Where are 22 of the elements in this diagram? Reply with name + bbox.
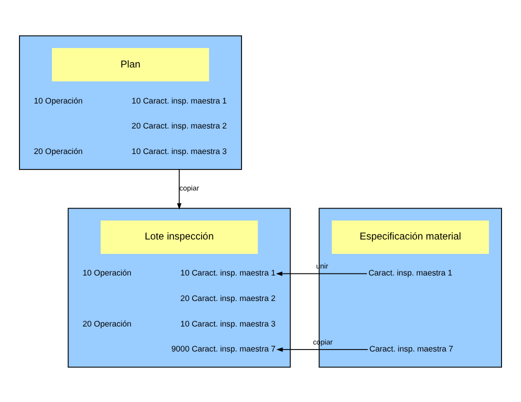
node-text: 10 Caract. insp. maestra 1 xyxy=(132,96,227,105)
edge-label: copiar xyxy=(179,183,200,192)
node-text: 9000 Caract. insp. maestra 7 xyxy=(171,344,276,354)
node-box: Lote inspección xyxy=(100,220,258,254)
node-text: 10 Caract. insp. maestra 1 xyxy=(180,268,276,278)
node-text: 20 Caract. insp. maestra 2 xyxy=(132,121,227,130)
node-box: Plan xyxy=(52,48,210,81)
node-text: Caract. insp. maestra 1 xyxy=(368,268,452,278)
node-text: 20 Caract. insp. maestra 2 xyxy=(180,293,276,302)
node-text: 10 Caract. insp. maestra 3 xyxy=(132,146,227,156)
node-box: Especificación material xyxy=(332,220,489,254)
node-text: 10 Operación xyxy=(34,96,83,105)
node-text: 20 Operación xyxy=(82,318,132,328)
cluster xyxy=(19,34,242,170)
node-text: 10 Operación xyxy=(82,268,132,278)
arrow xyxy=(276,271,368,276)
cluster xyxy=(68,207,291,368)
arrow xyxy=(177,168,182,210)
arrow xyxy=(276,346,368,352)
node-text: 20 Operación xyxy=(34,146,83,156)
node-text: 10 Caract. insp. maestra 3 xyxy=(180,318,276,328)
node-text: Caract. insp. maestra 7 xyxy=(369,344,454,354)
